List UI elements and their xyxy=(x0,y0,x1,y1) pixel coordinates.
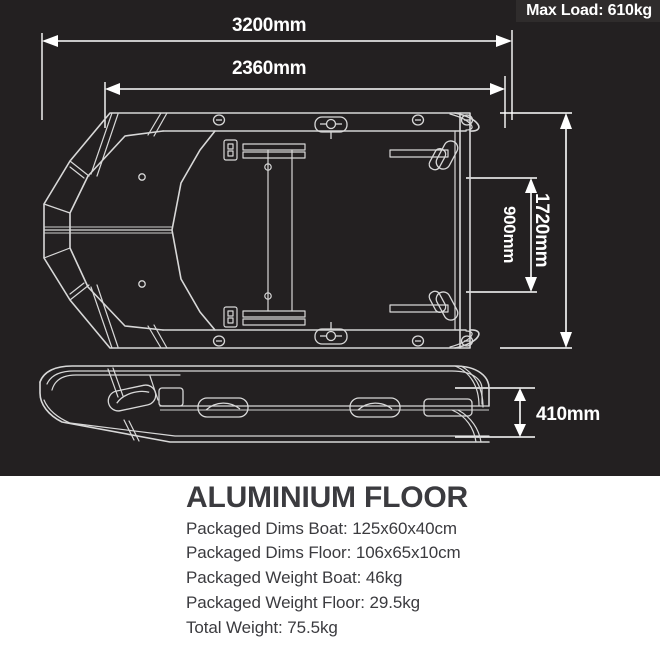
seat-rail-upper xyxy=(223,139,306,161)
dimension-900mm xyxy=(466,177,537,293)
aft-rail-upper xyxy=(389,149,449,158)
spec-line-total-weight: Total Weight: 75.5kg xyxy=(186,618,338,638)
dimension-label-2360mm: 2360mm xyxy=(232,58,307,79)
paddle-clip-upper xyxy=(428,140,459,171)
max-load-badge: Max Load: 610kg xyxy=(516,0,660,22)
dimension-label-3200mm: 3200mm xyxy=(232,15,307,36)
bench-seat xyxy=(264,149,293,312)
paddle-clip-lower xyxy=(428,290,459,321)
dimension-3200mm xyxy=(41,30,513,120)
bow-panel-plate xyxy=(158,387,184,407)
deck-fittings xyxy=(138,114,474,347)
dimension-label-410mm: 410mm xyxy=(536,404,600,425)
technical-drawing-panel: .ln { fill:none; stroke:#d8d8d8; stroke-… xyxy=(0,0,660,476)
seat-rail-lower xyxy=(223,306,306,328)
oarlock-upper xyxy=(314,116,348,139)
dimension-410mm xyxy=(455,387,535,438)
dimension-1720mm xyxy=(500,112,572,349)
spec-line-packaged-weight-boat: Packaged Weight Boat: 46kg xyxy=(186,568,403,588)
dimension-2360mm xyxy=(104,76,506,128)
grab-handle-mid-aft xyxy=(349,397,401,418)
spec-line-packaged-dims-boat: Packaged Dims Boat: 125x60x40cm xyxy=(186,518,457,538)
transom-plate xyxy=(423,398,473,417)
grab-handle-mid-fwd xyxy=(197,397,249,418)
oarlock-lower xyxy=(314,322,348,345)
specification-block: ALUMINIUM FLOOR Packaged Dims Boat: 125x… xyxy=(0,476,660,660)
side-view-inflatable-boat xyxy=(39,365,490,443)
dimension-label-900mm: 900mm xyxy=(500,206,519,264)
spec-line-packaged-dims-floor: Packaged Dims Floor: 106x65x10cm xyxy=(186,543,461,563)
dimension-label-1720mm: 1720mm xyxy=(531,193,552,268)
product-title: ALUMINIUM FLOOR xyxy=(186,481,468,514)
spec-line-packaged-weight-floor: Packaged Weight Floor: 29.5kg xyxy=(186,593,420,613)
boat-line-drawing: .ln { fill:none; stroke:#d8d8d8; stroke-… xyxy=(39,30,572,443)
aft-rail-lower xyxy=(389,304,449,313)
top-view-inflatable-boat xyxy=(43,112,480,349)
